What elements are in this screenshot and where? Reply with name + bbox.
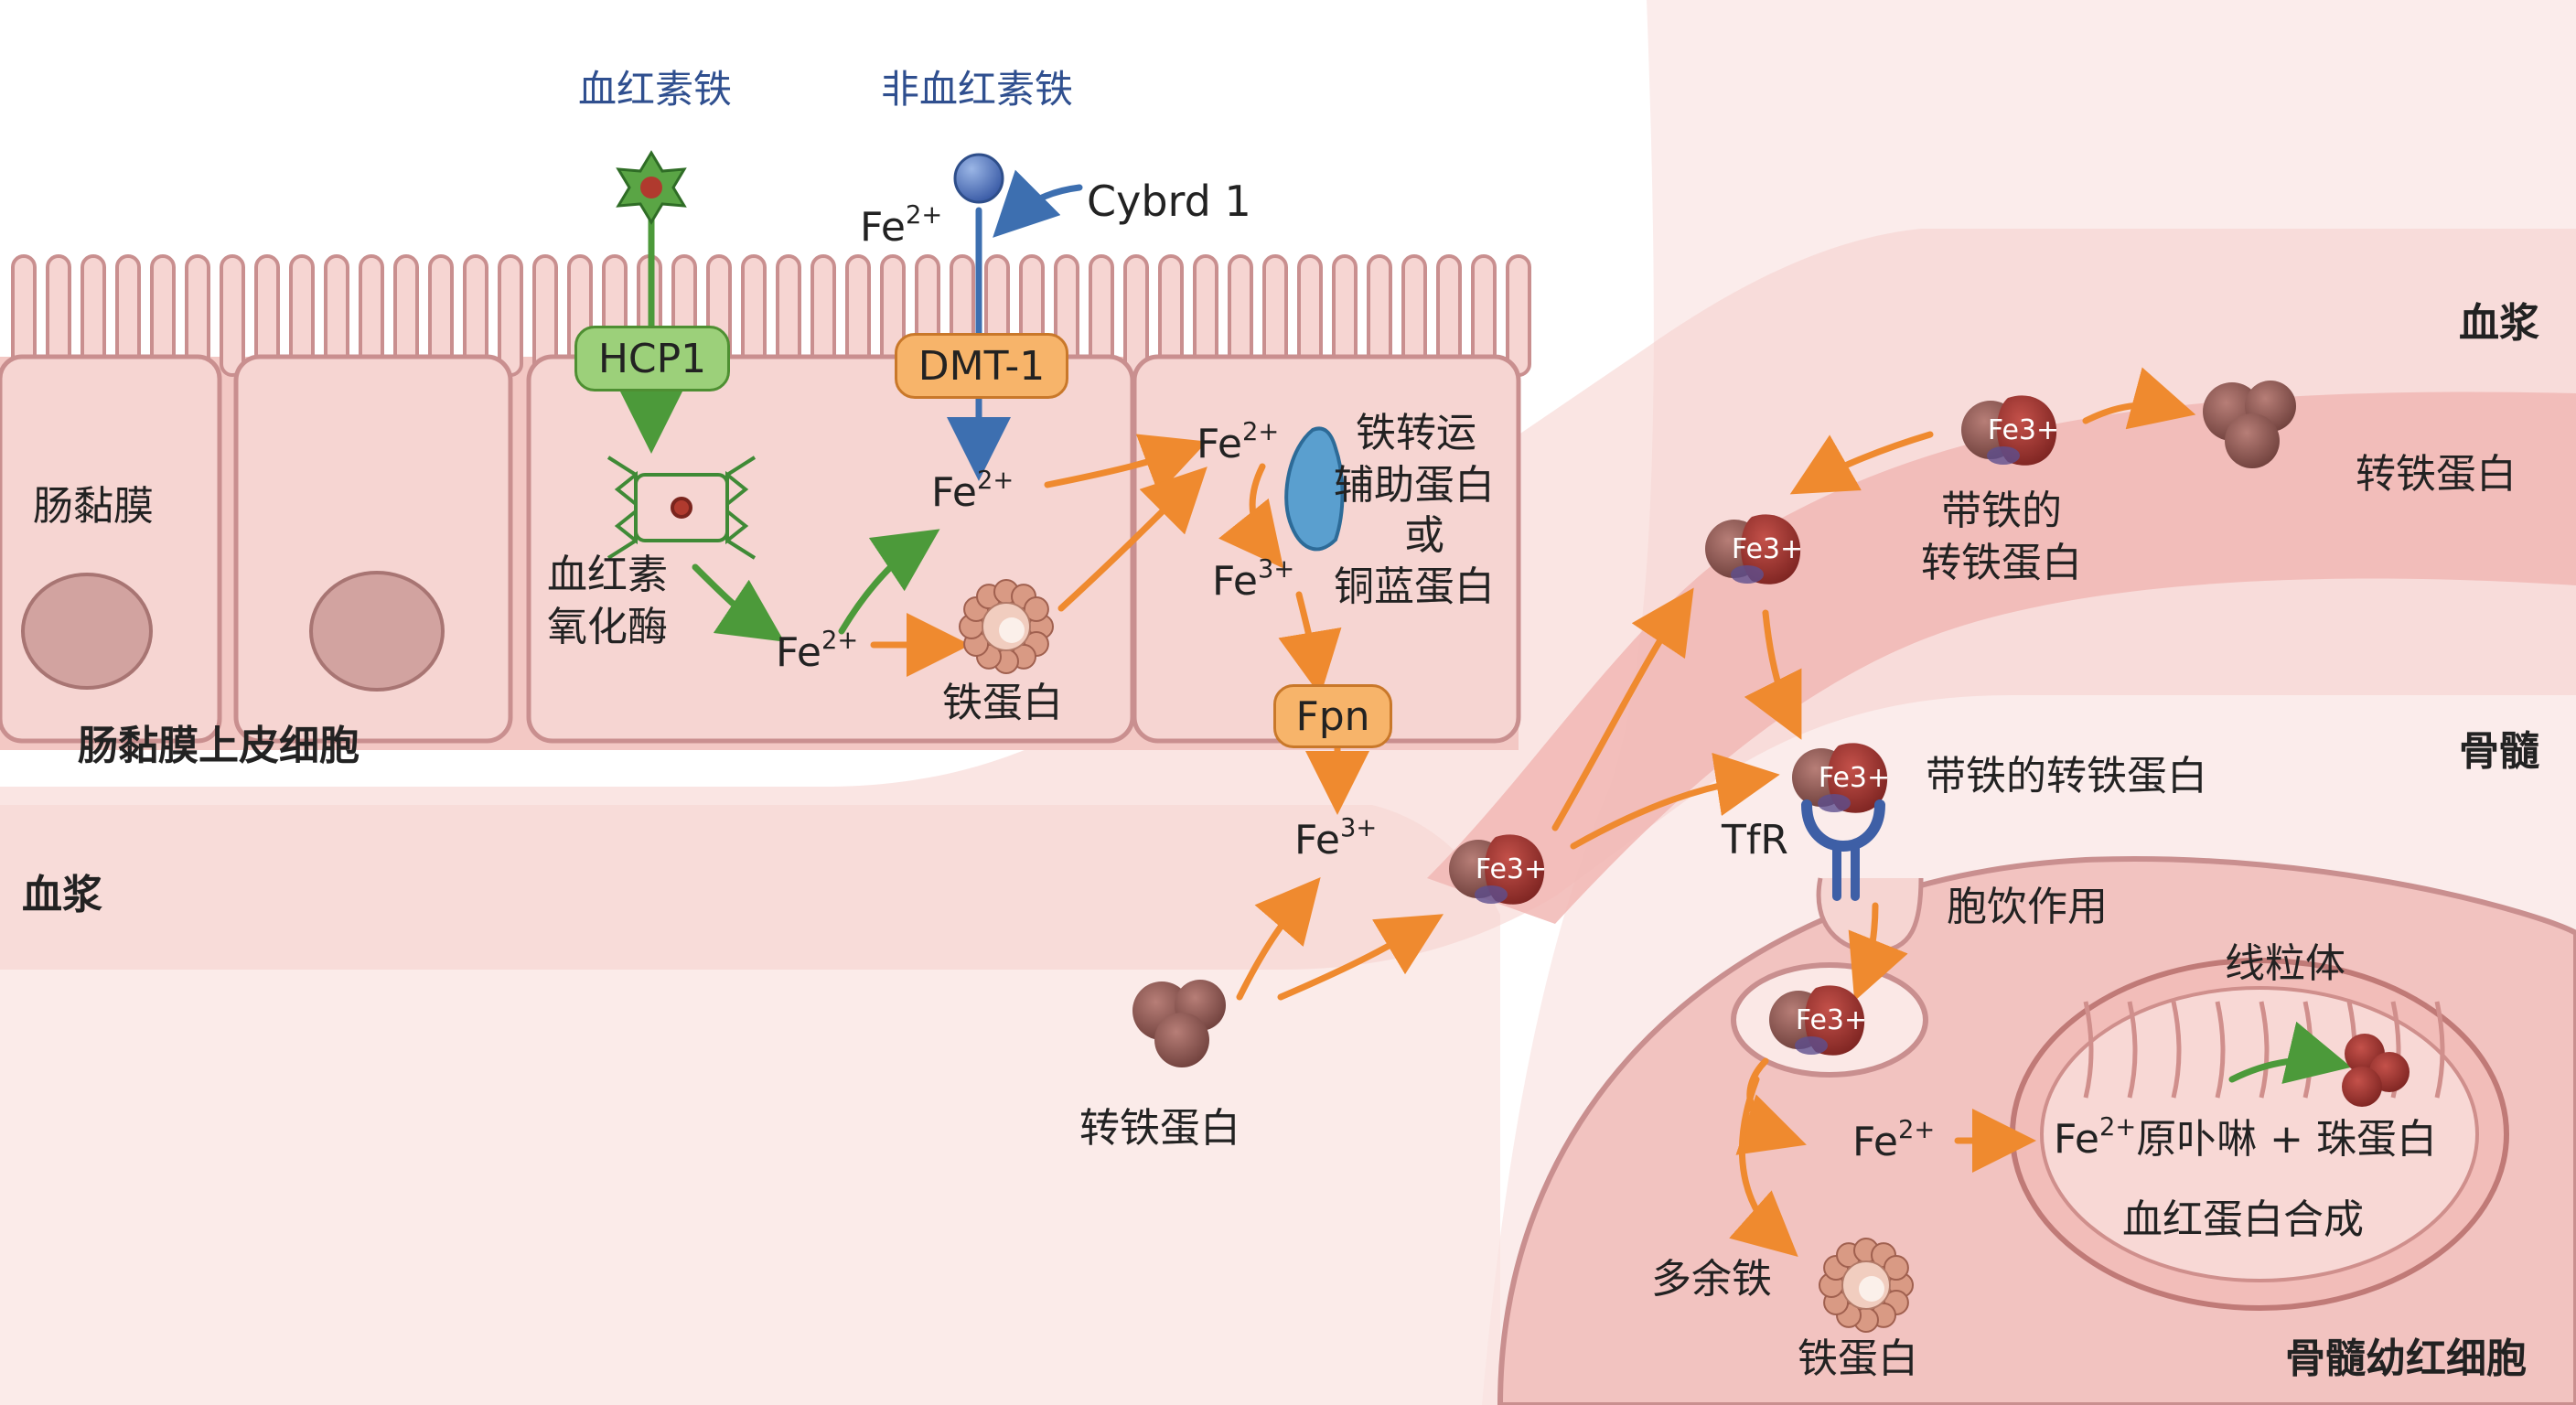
excess-iron-label: 多余铁 — [1651, 1256, 1772, 1303]
fpn-transporter: Fpn — [1273, 684, 1392, 748]
transferrin-protein-icon: Fe3+ — [1769, 985, 1867, 1056]
ferritin-label-2: 铁蛋白 — [1798, 1335, 1918, 1382]
fe2-ion-label: Fe2+ — [776, 626, 859, 676]
transferrin-protein-icon: Fe3+ — [1792, 743, 1890, 813]
transferrin-fe3-badge: Fe3+ — [1732, 533, 1803, 565]
fe2-ion-label: Fe2+ — [860, 200, 943, 251]
tfr-label: TfR — [1722, 817, 1788, 863]
fe3-ion-label: Fe3+ — [1294, 813, 1378, 863]
fe2-ion-label: Fe2+ — [1197, 417, 1280, 467]
plasma-label-left: 血浆 — [22, 872, 102, 918]
mitochondria-label: 线粒体 — [2225, 940, 2345, 987]
plasma-label-right: 血浆 — [2459, 300, 2539, 347]
transferrin-label: 转铁蛋白 — [1079, 1105, 1240, 1152]
transferrin-protein-icon — [2203, 381, 2296, 468]
transferrin-fe3-badge: Fe3+ — [1988, 414, 2059, 446]
heme-molecule-icon — [2342, 1034, 2410, 1107]
hephaestin-label-3: 或 — [1404, 512, 1444, 559]
erythroblast-label: 骨髓幼红细胞 — [2285, 1335, 2527, 1382]
porphyrin-ring-icon — [606, 456, 757, 560]
heme-oxygenase-label-2: 氧化酶 — [547, 604, 668, 650]
transferrin-protein-icon: Fe3+ — [1449, 834, 1547, 905]
fe3-ion-label: Fe3+ — [1212, 554, 1295, 605]
blood-vessel — [1427, 391, 2576, 924]
holo-transferrin-bound-label: 带铁的转铁蛋白 — [1926, 753, 2207, 799]
epithelial-cell-label: 肠黏膜上皮细胞 — [78, 723, 360, 769]
ferritin-cluster-icon — [959, 579, 1054, 674]
fe2-ion-label: Fe2+ — [931, 466, 1014, 516]
ferritin-label: 铁蛋白 — [942, 680, 1063, 726]
transferrin-receptor-icon — [1801, 799, 1885, 901]
transferrin-protein-icon — [1132, 980, 1226, 1067]
ferritin-cluster-icon — [1819, 1238, 1914, 1333]
hemoglobin-synthesis-label: 血红蛋白合成 — [2122, 1196, 2364, 1243]
heme-oxygenase-label-1: 血红素 — [547, 552, 668, 598]
iron-ion-sphere-icon — [953, 153, 1004, 204]
hcp1-transporter: HCP1 — [574, 326, 730, 391]
transferrin-label-right: 转铁蛋白 — [2356, 451, 2517, 498]
transferrin-fe3-badge: Fe3+ — [1476, 853, 1547, 885]
heme-synthesis-label: Fe2+原卟啉 + 珠蛋白 — [2054, 1112, 2438, 1163]
transferrin-fe3-badge: Fe3+ — [1819, 762, 1890, 794]
heme-iron-label: 血红素铁 — [578, 67, 733, 112]
bone-marrow-label: 骨髓 — [2459, 728, 2539, 775]
hephaestin-label-2: 辅助蛋白 — [1334, 462, 1495, 509]
nonheme-iron-label: 非血红素铁 — [881, 67, 1074, 112]
fe2-ion-label: Fe2+ — [1852, 1115, 1936, 1165]
heme-star-icon — [616, 150, 687, 225]
mucosa-label: 肠黏膜 — [33, 483, 154, 530]
hephaestin-capsule-icon — [1284, 426, 1345, 552]
transferrin-protein-icon: Fe3+ — [1961, 395, 2059, 466]
holo-transferrin-label-2: 转铁蛋白 — [1921, 540, 2082, 586]
transferrin-fe3-badge: Fe3+ — [1796, 1004, 1867, 1036]
dmt1-transporter: DMT-1 — [895, 333, 1068, 399]
cybrd1-label: Cybrd 1 — [1087, 177, 1251, 226]
holo-transferrin-label-1: 带铁的 — [1941, 488, 2062, 534]
pathway-arrows — [619, 169, 2352, 1257]
pinocytosis-label: 胞饮作用 — [1947, 884, 2108, 930]
hephaestin-label-1: 铁转运 — [1356, 410, 1476, 456]
hephaestin-label-4: 铜蓝蛋白 — [1334, 563, 1495, 610]
transferrin-protein-icon: Fe3+ — [1705, 514, 1803, 585]
